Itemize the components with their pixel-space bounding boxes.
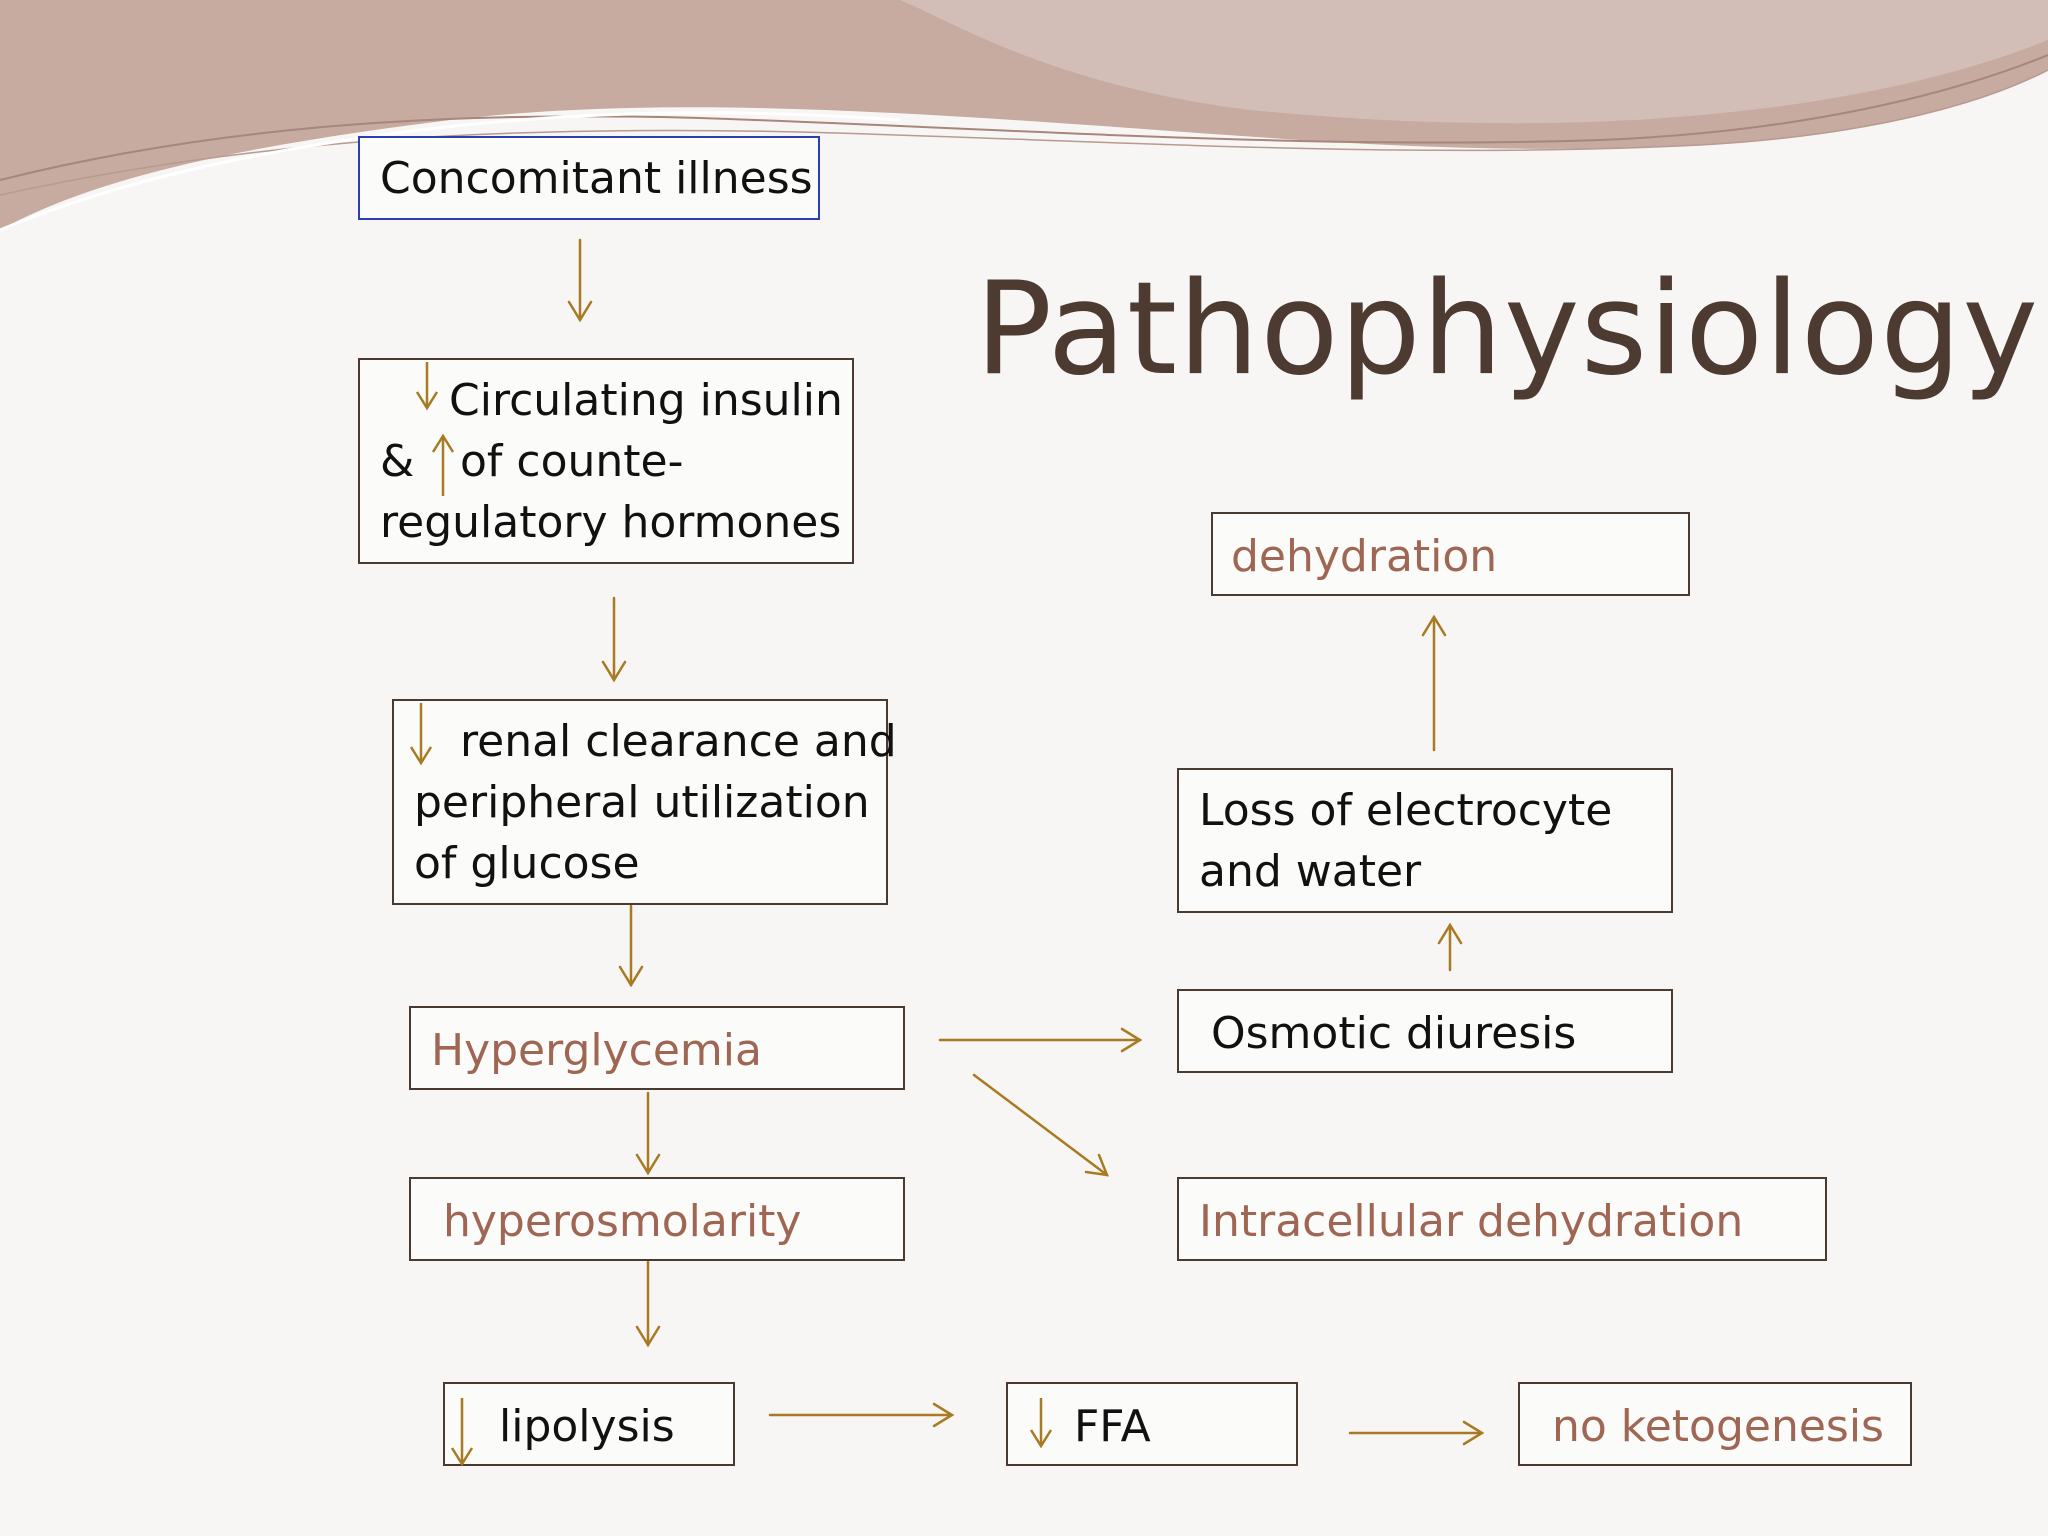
insulin-line-1: Circulating insulin <box>449 375 843 426</box>
ffa-label: FFA <box>1074 1401 1151 1452</box>
osmotic-diuresis-label: Osmotic diuresis <box>1211 1008 1577 1059</box>
arrow-osmotic-to-loss <box>1437 922 1463 972</box>
arrow-hyperosmolarity-to-lipolysis <box>635 1260 661 1348</box>
arrow-concomitant-to-insulin <box>567 238 593 323</box>
insulin-line-3: regulatory hormones <box>380 497 842 548</box>
box-no-ketogenesis: no ketogenesis <box>1518 1382 1912 1466</box>
arrow-hyperglycemia-to-hyperosmolarity <box>635 1091 661 1176</box>
arrow-insulin-to-renal <box>601 596 627 683</box>
box-osmotic-diuresis: Osmotic diuresis <box>1177 989 1673 1073</box>
box-loss-electrocyte-water: Loss of electrocyte and water <box>1177 768 1673 913</box>
insulin-ampersand: & <box>380 436 415 487</box>
box-circulating-insulin: Circulating insulin & of counte- regulat… <box>358 358 854 564</box>
arrow-renal-to-hyperglycemia <box>618 904 644 988</box>
down-arrow-icon <box>409 703 433 766</box>
box-concomitant-illness: Concomitant illness <box>358 136 820 220</box>
arrow-hyperglycemia-to-osmotic-diuresis <box>938 1027 1143 1053</box>
box-lipolysis: lipolysis <box>443 1382 735 1467</box>
renal-line-2: peripheral utilization <box>414 777 870 828</box>
renal-line-1: renal clearance and <box>460 716 897 767</box>
header-wave-decoration <box>0 0 2048 232</box>
arrow-ffa-to-no-ketogenesis <box>1348 1420 1485 1446</box>
box-intracellular-dehydration: Intracellular dehydration <box>1177 1177 1827 1261</box>
up-arrow-icon <box>431 433 455 496</box>
arrow-lipolysis-to-ffa <box>768 1402 955 1428</box>
concomitant-label: Concomitant illness <box>380 153 813 204</box>
dehydration-label: dehydration <box>1231 531 1498 582</box>
box-hyperosmolarity: hyperosmolarity <box>409 1177 905 1261</box>
renal-line-3: of glucose <box>414 838 640 889</box>
loss-line-1: Loss of electrocyte <box>1199 785 1613 836</box>
insulin-line-2: of counte- <box>460 436 684 487</box>
down-arrow-icon <box>1029 1398 1053 1449</box>
box-renal-clearance: renal clearance and peripheral utilizati… <box>392 699 897 905</box>
box-ffa: FFA <box>1006 1382 1298 1466</box>
slide-title: Pathophysiology <box>975 255 2040 404</box>
box-hyperglycemia: Hyperglycemia <box>409 1006 905 1090</box>
no-ketogenesis-label: no ketogenesis <box>1552 1401 1884 1452</box>
arrow-hyperglycemia-to-intracellular <box>972 1073 1109 1177</box>
arrow-loss-to-dehydration <box>1421 614 1447 752</box>
down-arrow-icon <box>450 1398 474 1467</box>
intracellular-label: Intracellular dehydration <box>1199 1196 1744 1247</box>
box-dehydration: dehydration <box>1211 512 1690 596</box>
loss-line-2: and water <box>1199 846 1422 897</box>
hyperosmolarity-label: hyperosmolarity <box>443 1196 802 1247</box>
lipolysis-label: lipolysis <box>499 1401 675 1452</box>
hyperglycemia-label: Hyperglycemia <box>431 1025 762 1076</box>
down-arrow-icon <box>415 362 439 411</box>
